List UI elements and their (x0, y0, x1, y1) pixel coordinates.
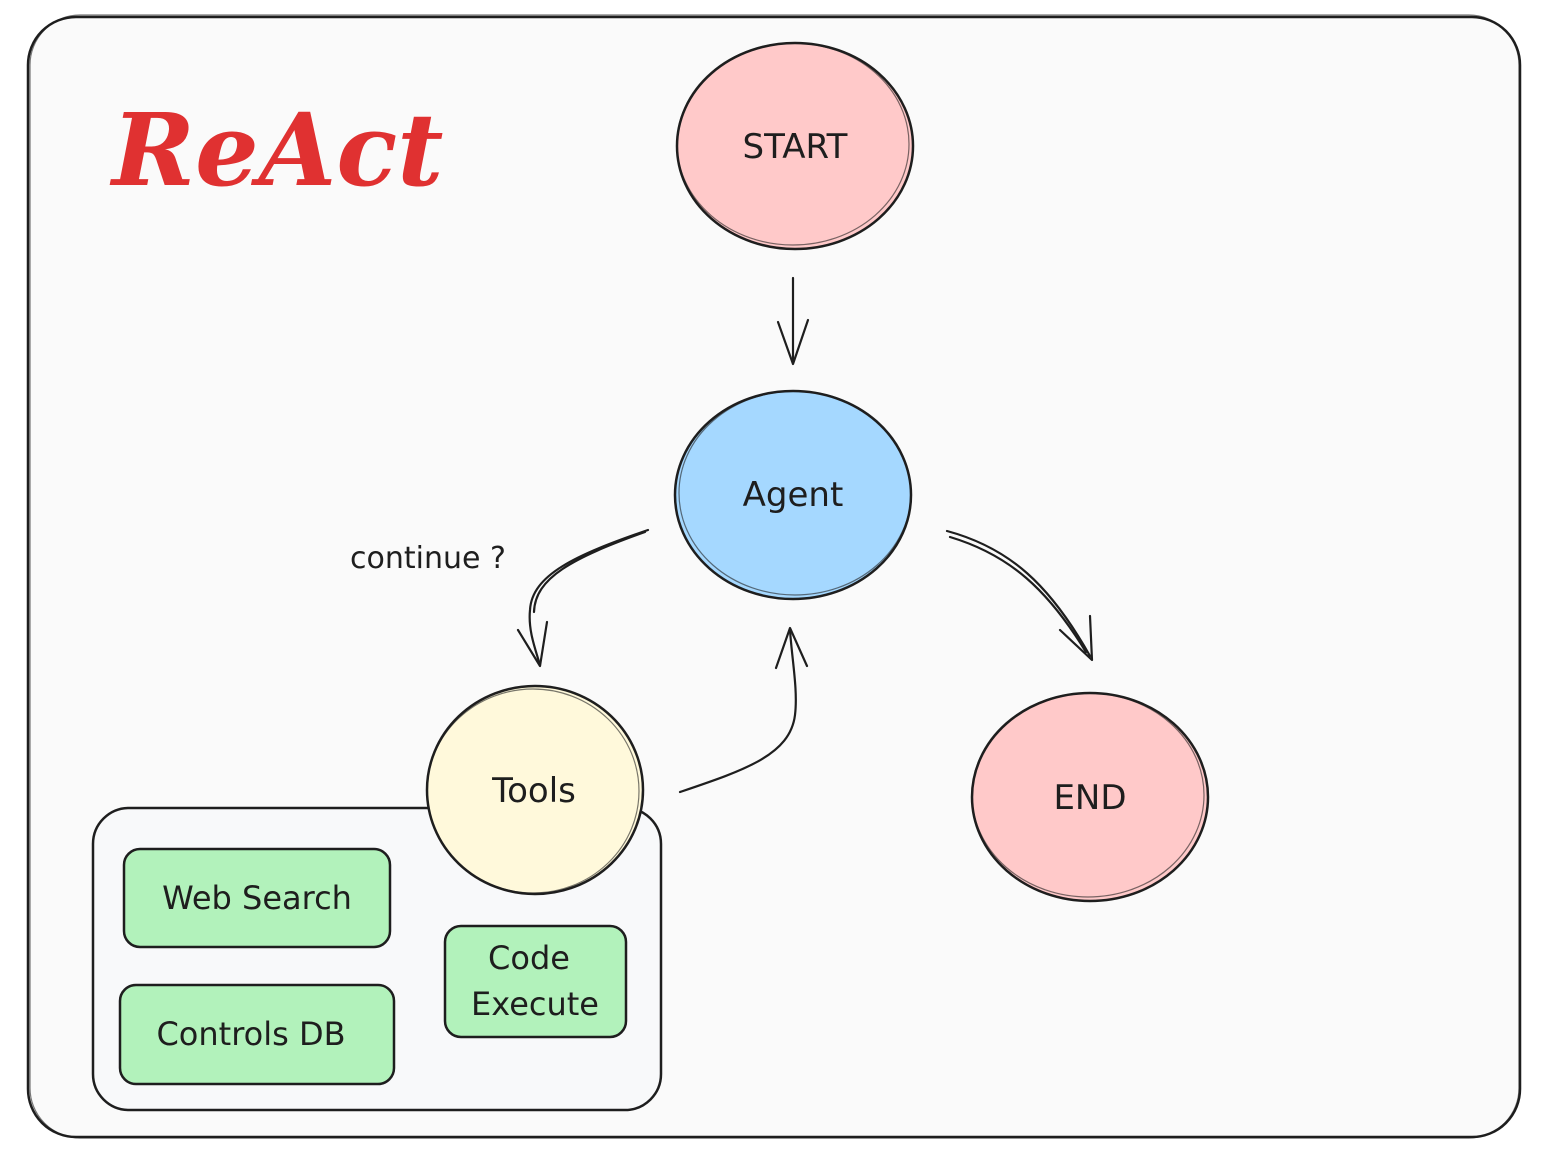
tool-code-execute-line2: Execute (471, 985, 599, 1023)
edge-agent-to-end (945, 529, 1094, 662)
edge-tools-to-agent (678, 626, 809, 794)
tool-controls-db-label: Controls DB (156, 1015, 345, 1053)
agent-node: Agent (673, 389, 913, 601)
end-node: END (970, 691, 1210, 903)
tools-node-label: Tools (491, 771, 576, 811)
start-node: START (675, 41, 915, 251)
start-node-label: START (743, 127, 848, 167)
tool-web-search: Web Search (122, 847, 392, 949)
tool-code-execute-line1: Code (488, 939, 570, 977)
edge-start-to-agent (776, 276, 810, 366)
edge-agent-to-tools-label: continue ? (350, 541, 506, 576)
end-node-label: END (1053, 778, 1126, 818)
tool-web-search-label: Web Search (162, 879, 352, 917)
tool-controls-db: Controls DB (118, 983, 396, 1086)
agent-node-label: Agent (743, 475, 844, 515)
diagram-frame-sketch (29, 14, 1520, 1139)
edge-agent-to-tools (516, 528, 650, 668)
diagram-title: ReAct (109, 91, 443, 209)
tool-code-execute: Code Execute (443, 924, 628, 1039)
tools-node: Tools (425, 684, 645, 896)
